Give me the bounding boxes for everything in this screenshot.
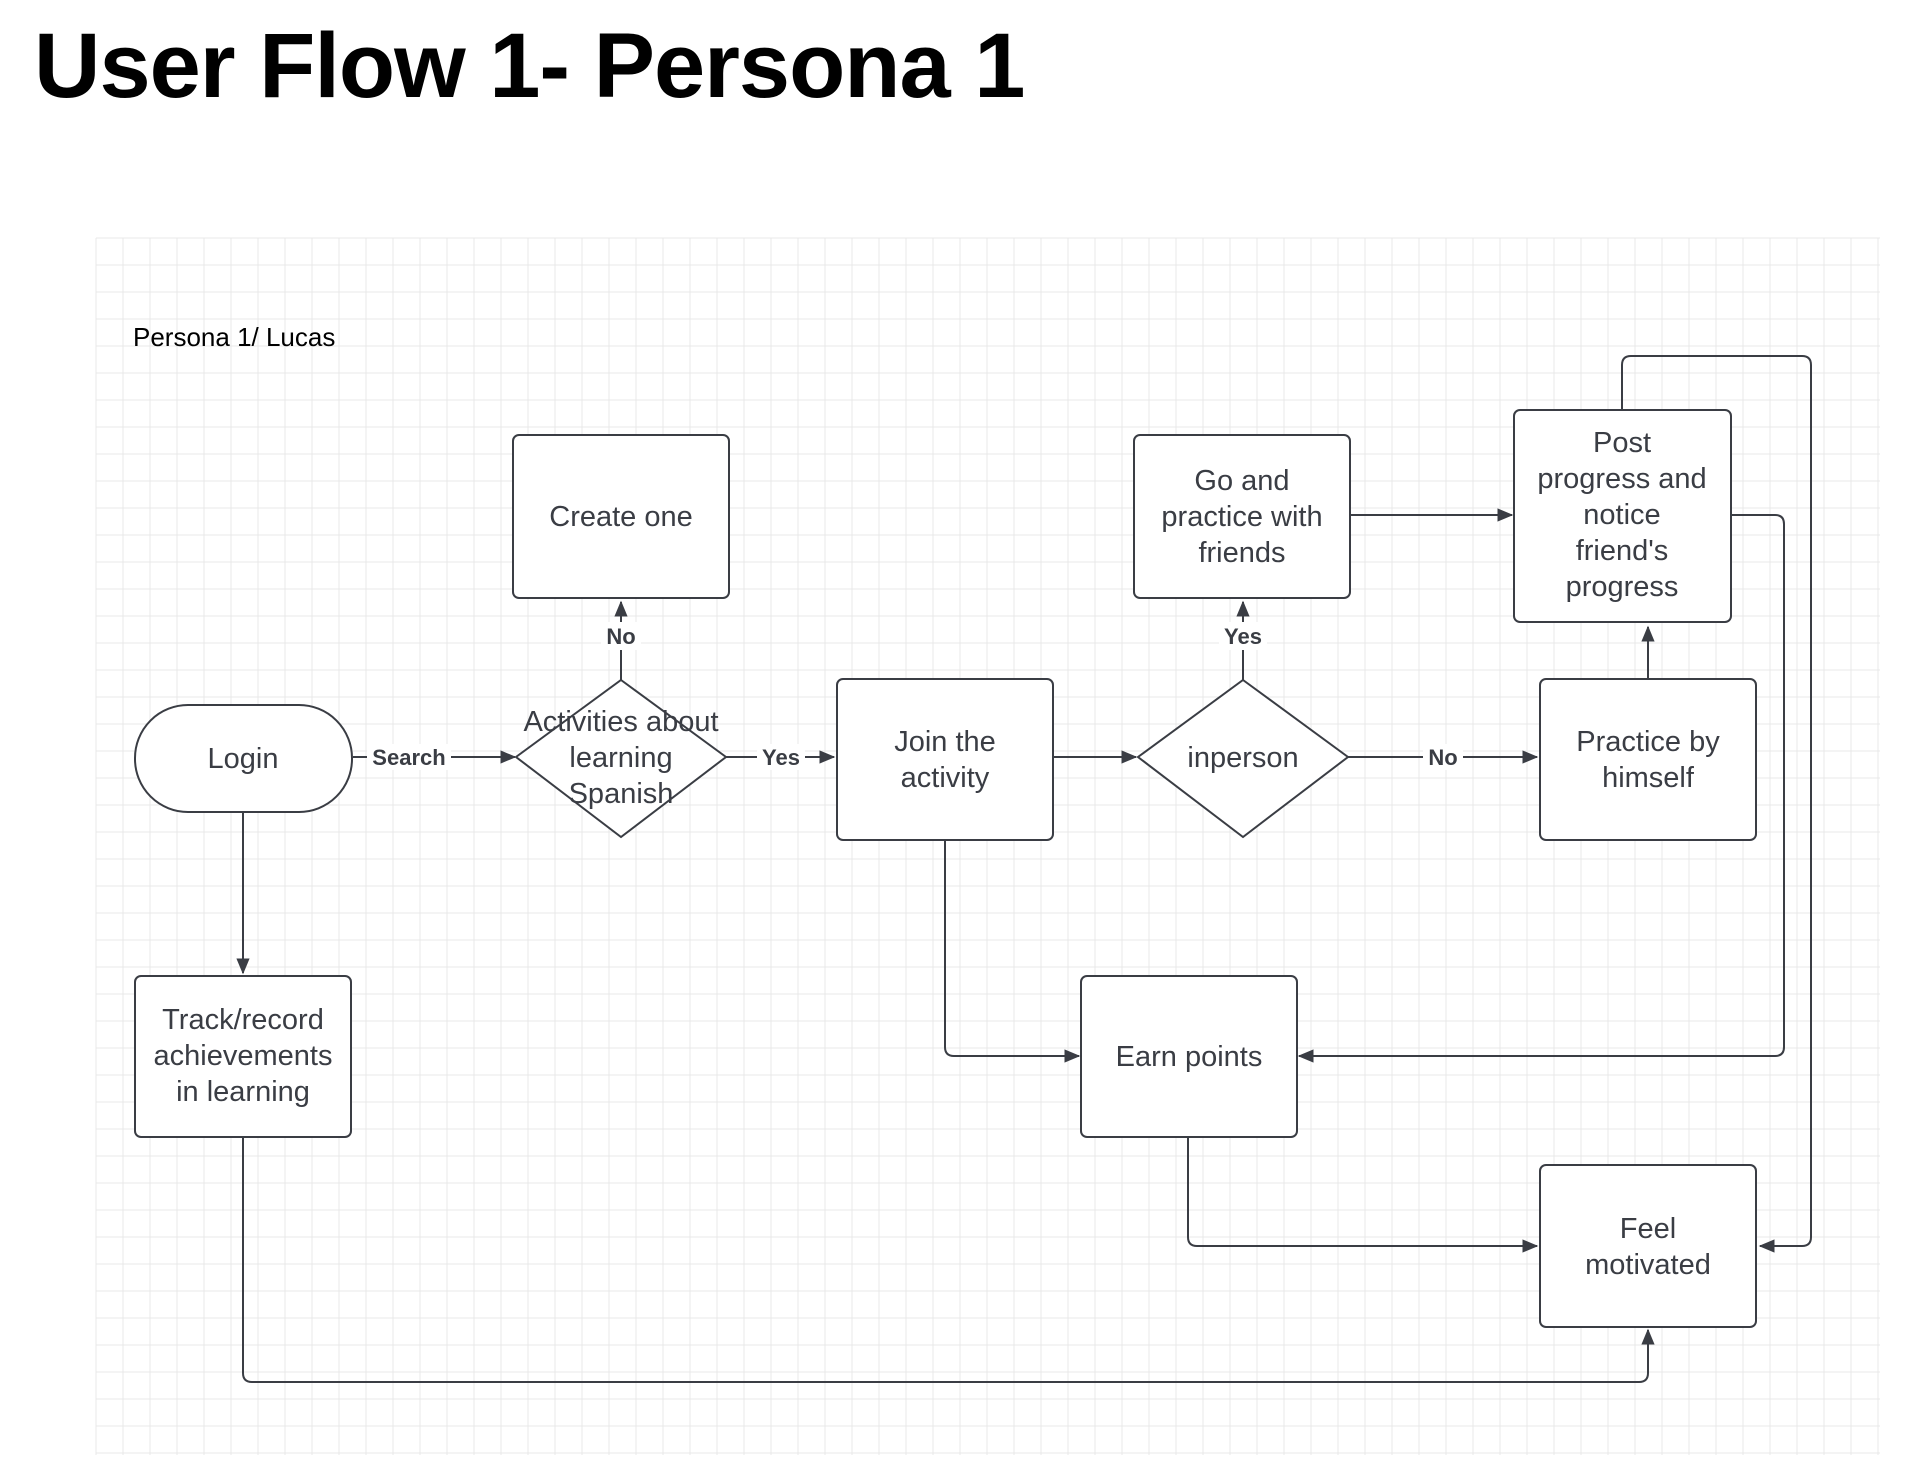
edge-earn-motivated bbox=[1187, 1138, 1539, 1253]
edges bbox=[236, 355, 1812, 1383]
node-login[interactable]: Login bbox=[134, 704, 353, 813]
node-label-line: Activities about bbox=[523, 706, 718, 738]
node-label-line: progress bbox=[1566, 571, 1679, 603]
node-label-line: Go and bbox=[1194, 465, 1289, 497]
node-track-record[interactable]: Track/record achievements in learning bbox=[134, 975, 352, 1138]
edge-label-yes-join: Yes bbox=[762, 745, 800, 770]
node-label-line: Track/record bbox=[162, 1004, 324, 1036]
node-join-activity[interactable]: Join the activity bbox=[836, 678, 1054, 841]
node-post-progress[interactable]: Post progress and notice friend's progress bbox=[1513, 409, 1732, 623]
edge-labels: Search Yes No Yes No bbox=[367, 622, 1463, 770]
node-earn-points[interactable]: Earn points bbox=[1080, 975, 1298, 1138]
node-label-line: friend's bbox=[1576, 535, 1669, 567]
node-label-line: practice with bbox=[1161, 501, 1322, 533]
node-label-line: Create one bbox=[549, 501, 693, 533]
node-label-line: Feel bbox=[1620, 1213, 1676, 1245]
node-label-line: motivated bbox=[1585, 1249, 1711, 1281]
node-practice-himself[interactable]: Practice by himself bbox=[1539, 678, 1757, 841]
edge-post-earn bbox=[1297, 514, 1785, 1063]
node-label-line: achievements bbox=[154, 1040, 333, 1072]
node-label-line: inperson bbox=[1187, 742, 1298, 774]
edge-label-yes-friends: Yes bbox=[1224, 624, 1262, 649]
node-label-line: activity bbox=[901, 762, 990, 794]
edge-track-motivated bbox=[242, 1138, 1655, 1383]
node-label-line: himself bbox=[1602, 762, 1695, 794]
edge-label-no-himself: No bbox=[1428, 745, 1457, 770]
node-label-line: Join the bbox=[894, 726, 996, 758]
node-label-line: friends bbox=[1198, 537, 1285, 569]
canvas-label: Persona 1/ Lucas bbox=[133, 322, 335, 352]
node-label-line: notice bbox=[1583, 499, 1660, 531]
page-title: User Flow 1- Persona 1 bbox=[34, 15, 1025, 117]
node-practice-friends[interactable]: Go and practice with friends bbox=[1133, 434, 1351, 599]
edge-join-earn bbox=[944, 841, 1081, 1063]
node-label-line: Practice by bbox=[1576, 726, 1720, 758]
edge-post-motivated bbox=[1621, 355, 1812, 1253]
node-label-line: Login bbox=[208, 743, 279, 775]
edge-label-no-create: No bbox=[606, 624, 635, 649]
node-label-line: progress and bbox=[1537, 463, 1706, 495]
edge-label-search: Search bbox=[372, 745, 445, 770]
node-feel-motivated[interactable]: Feel motivated bbox=[1539, 1164, 1757, 1328]
node-label-line: Spanish bbox=[569, 778, 674, 810]
node-label-line: Post bbox=[1593, 427, 1651, 459]
node-inperson-decision[interactable]: inperson bbox=[1136, 678, 1350, 839]
node-label-line: in learning bbox=[176, 1076, 310, 1108]
node-label-line: learning bbox=[569, 742, 672, 774]
node-create-one[interactable]: Create one bbox=[512, 434, 730, 599]
node-label-line: Earn points bbox=[1116, 1041, 1263, 1073]
